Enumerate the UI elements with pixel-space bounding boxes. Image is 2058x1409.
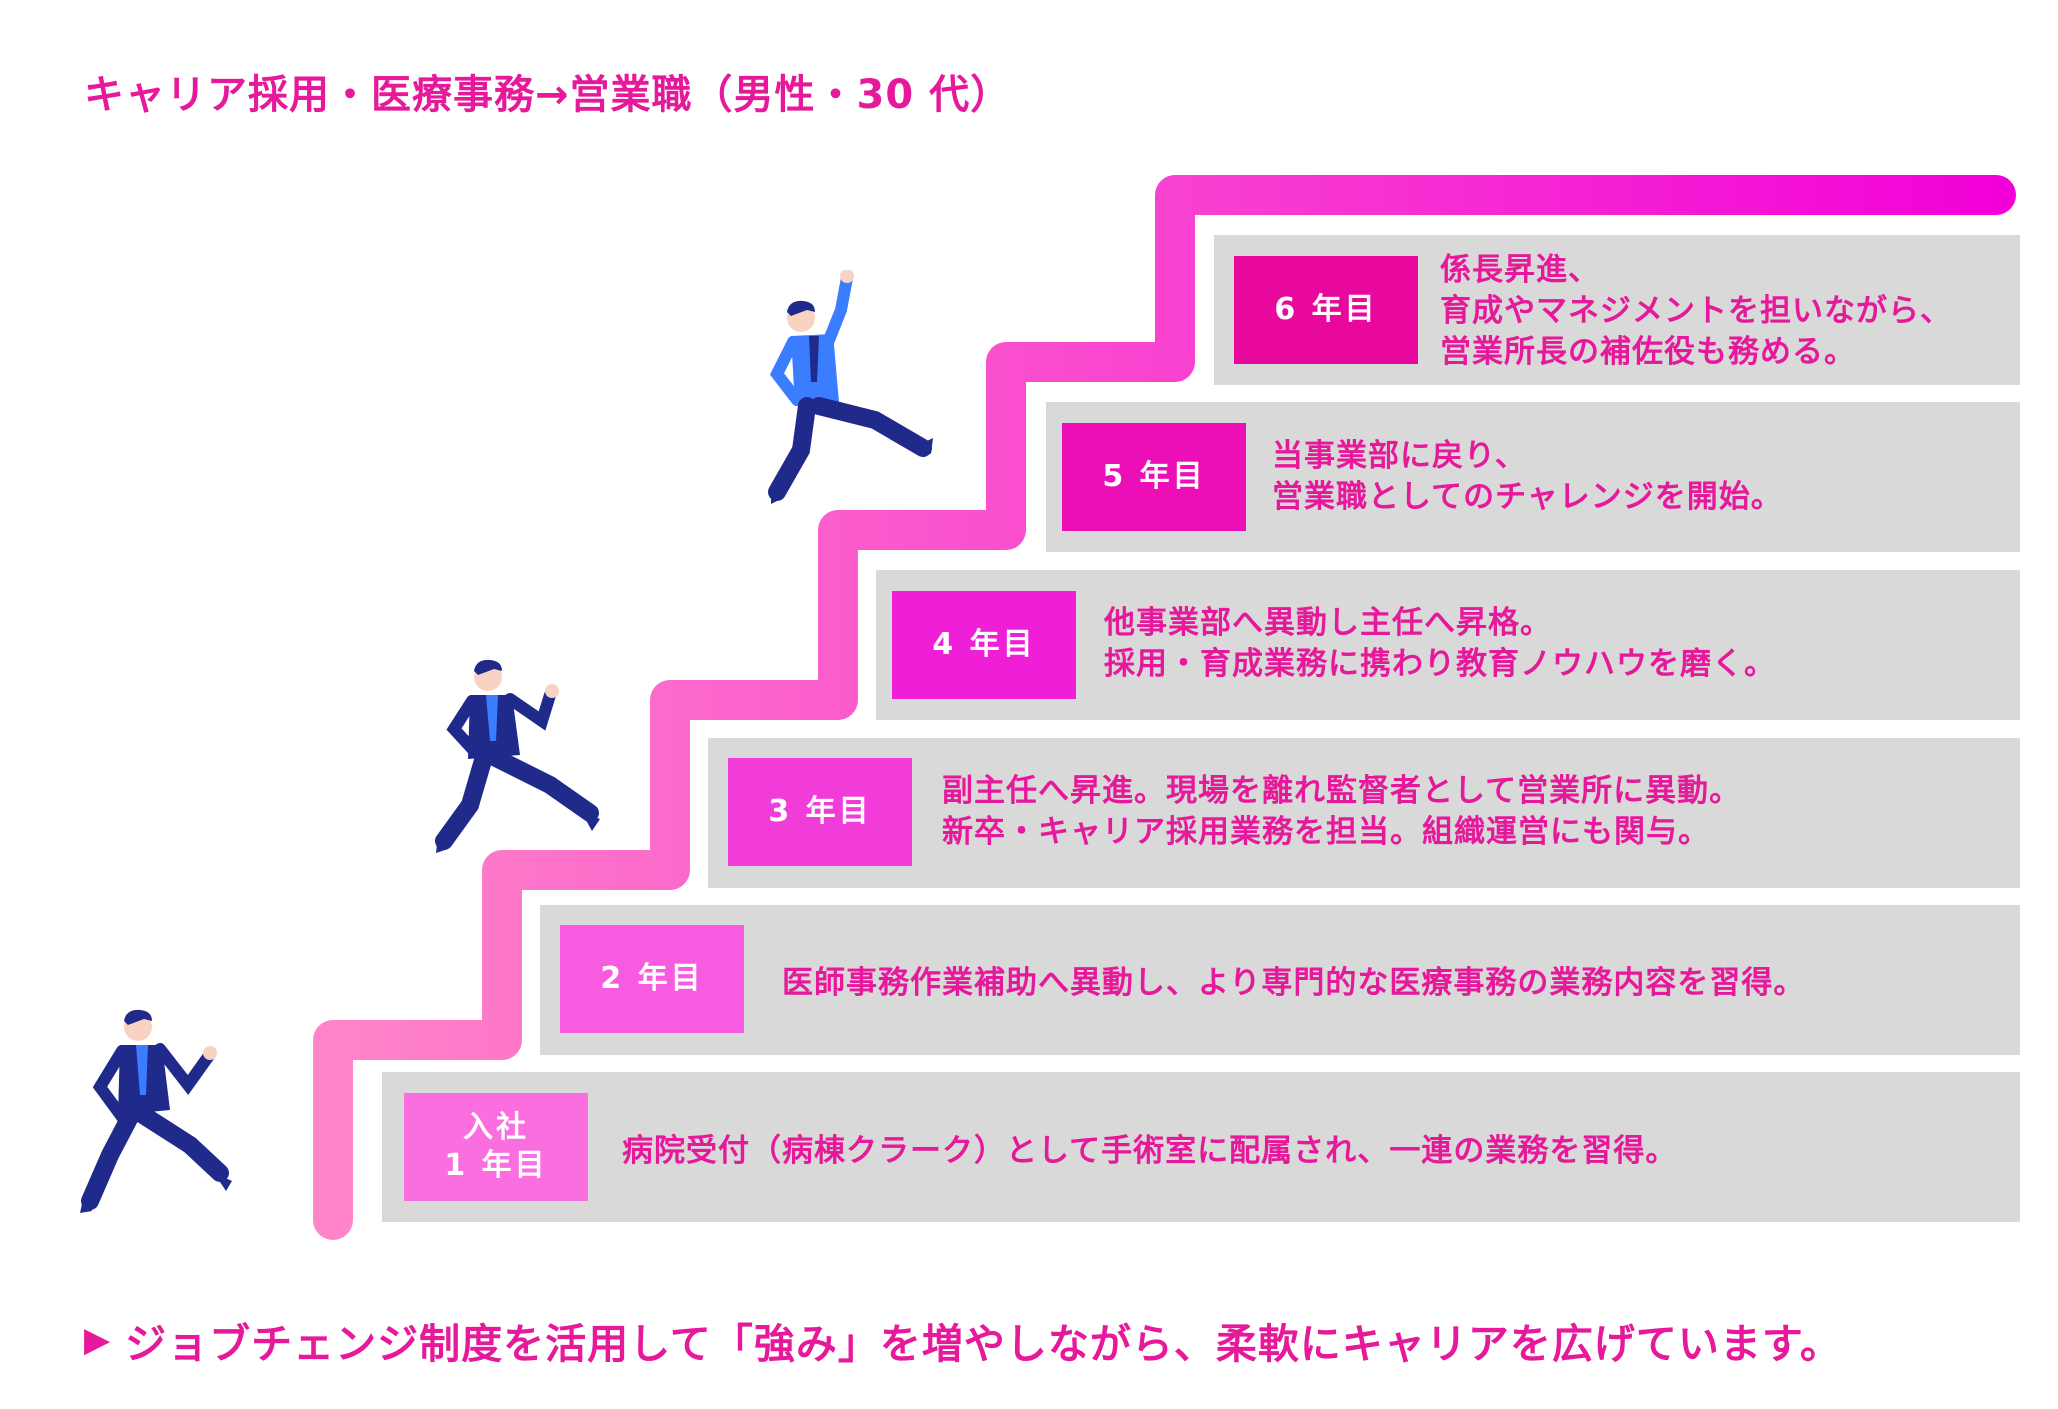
triangle-marker-icon: ▶ <box>84 1320 112 1360</box>
footer-note: ▶ ジョブチェンジ制度を活用して「強み」を増やしながら、柔軟にキャリアを広げてい… <box>84 1310 1842 1370</box>
footer-text: ジョブチェンジ制度を活用して「強み」を増やしながら、柔軟にキャリアを広げています… <box>125 1320 1842 1368</box>
year-badge-4-label: 4 年目 <box>932 627 1036 662</box>
step-desc-line: 営業職としてのチャレンジを開始。 <box>1272 479 1783 515</box>
year-badge-6: 6 年目 <box>1234 256 1418 364</box>
year-badge-5: 5 年目 <box>1062 423 1246 531</box>
year-badge-1-label: 1 年目 <box>444 1148 548 1183</box>
year-badge-5-label: 5 年目 <box>1102 459 1206 494</box>
step-panel-year-1 <box>382 1072 2020 1222</box>
step-desc-year-2: 医師事務作業補助へ異動し、より専門的な医療事務の業務内容を習得。 <box>782 963 1805 1004</box>
year-badge-3-label: 3 年目 <box>768 794 872 829</box>
step-desc-line: 営業所長の補佐役も務める。 <box>1440 334 1856 370</box>
runner-figure-icon <box>435 659 600 853</box>
step-desc-year-6: 係長昇進、 育成やマネジメントを担いながら、 営業所長の補佐役も務める。 <box>1440 250 1952 373</box>
year-badge-4: 4 年目 <box>892 591 1076 699</box>
step-desc-year-5: 当事業部に戻り、 営業職としてのチャレンジを開始。 <box>1272 436 1783 518</box>
year-badge-6-label: 6 年目 <box>1274 292 1378 327</box>
page-title: キャリア採用・医療事務→営業職（男性・30 代） <box>84 72 1012 118</box>
step-desc-line: 当事業部に戻り、 <box>1272 438 1527 474</box>
step-desc-year-4: 他事業部へ異動し主任へ昇格。 採用・育成業務に携わり教育ノウハウを磨く。 <box>1104 603 1776 685</box>
step-desc-line: 他事業部へ異動し主任へ昇格。 <box>1104 605 1552 641</box>
step-desc-line: 係長昇進、 <box>1440 252 1600 288</box>
runner-figure-icon <box>80 1009 232 1213</box>
step-panel-year-3 <box>708 738 2020 888</box>
year-badge-2-label: 2 年目 <box>600 961 704 996</box>
step-desc-line: 医師事務作業補助へ異動し、より専門的な医療事務の業務内容を習得。 <box>782 965 1806 1001</box>
step-desc-year-1: 病院受付（病棟クラーク）として手術室に配属され、一連の業務を習得。 <box>622 1131 1677 1172</box>
step-desc-line: 採用・育成業務に携わり教育ノウハウを磨く。 <box>1104 646 1776 682</box>
staircase-path <box>313 175 2016 1240</box>
year-badge-1: 入社 1 年目 <box>404 1093 588 1201</box>
year-badge-1-top: 入社 <box>463 1110 529 1145</box>
step-desc-line: 新卒・キャリア採用業務を担当。組織運営にも関与。 <box>942 814 1710 850</box>
runner-figure-icon <box>768 270 933 504</box>
year-badge-2: 2 年目 <box>560 925 744 1033</box>
step-desc-year-3: 副主任へ昇進。現場を離れ監督者として営業所に異動。 新卒・キャリア採用業務を担当… <box>942 771 1741 853</box>
step-desc-line: 副主任へ昇進。現場を離れ監督者として営業所に異動。 <box>942 773 1742 809</box>
step-panel-year-2 <box>540 905 2020 1055</box>
year-badge-3: 3 年目 <box>728 758 912 866</box>
step-desc-line: 病院受付（病棟クラーク）として手術室に配属され、一連の業務を習得。 <box>622 1133 1678 1169</box>
step-desc-line: 育成やマネジメントを担いながら、 <box>1440 293 1952 329</box>
